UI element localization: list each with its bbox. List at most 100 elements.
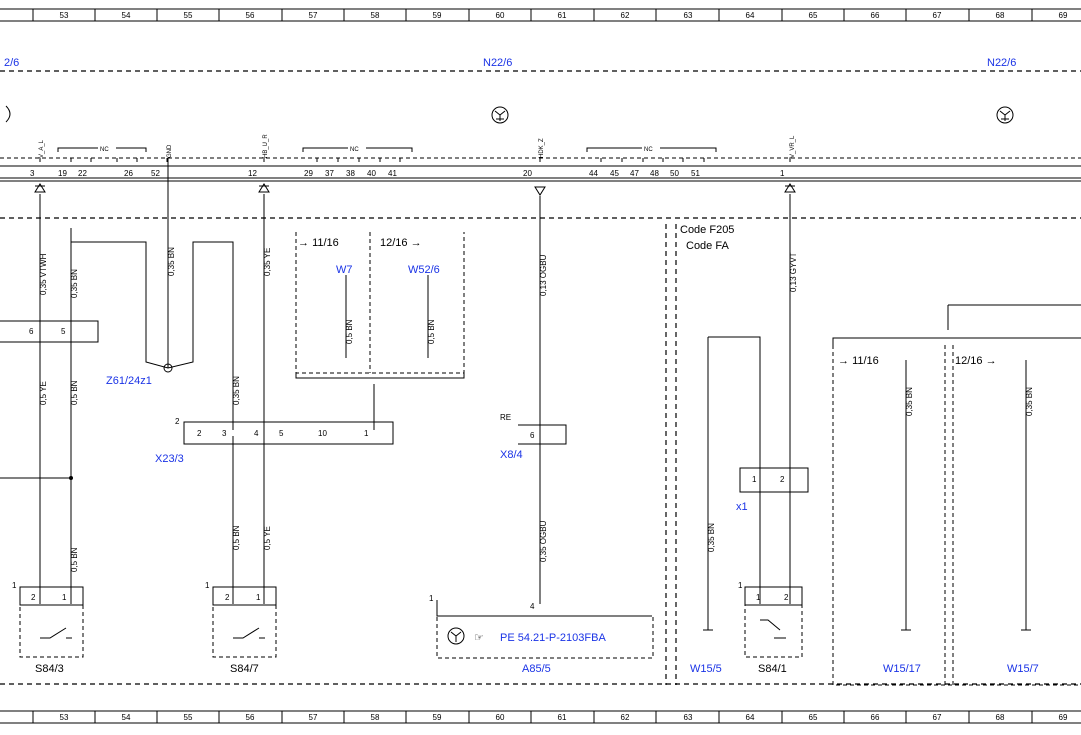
component-label-w52-6[interactable]: W52/6 bbox=[408, 264, 440, 276]
svg-text:1: 1 bbox=[429, 594, 434, 603]
ruler-label: 53 bbox=[60, 713, 69, 722]
ref-label: → 11/16 bbox=[838, 355, 879, 367]
pin-number: 1 bbox=[780, 169, 785, 178]
component-label-s84-3[interactable]: S84/3 bbox=[35, 663, 64, 675]
svg-text:5: 5 bbox=[61, 327, 66, 336]
ruler-label: 57 bbox=[309, 713, 318, 722]
ruler-label: 61 bbox=[558, 713, 567, 722]
x1-connector: 1 2 bbox=[739, 467, 809, 493]
code-label: Code FA bbox=[686, 240, 729, 252]
pe-reference-link[interactable]: PE 54.21-P-2103FBA bbox=[500, 632, 606, 644]
x8-connector: 6 RE bbox=[500, 413, 567, 445]
code-boundary bbox=[665, 224, 677, 685]
pin-number: 45 bbox=[610, 169, 619, 178]
wire-label: 0,35 BN bbox=[70, 269, 79, 298]
component-label-w15-7[interactable]: W15/7 bbox=[1007, 663, 1039, 675]
pin-arrow-icon bbox=[784, 183, 796, 193]
signal-label: V_VR_L bbox=[790, 135, 796, 158]
wire-label: 0,5 BN bbox=[70, 547, 79, 572]
component-label-x1[interactable]: x1 bbox=[736, 501, 748, 513]
module-label[interactable]: 2/6 bbox=[4, 57, 19, 69]
wire-label: 0,5 BN bbox=[70, 380, 79, 405]
svg-text:10: 10 bbox=[318, 429, 327, 438]
module-label[interactable]: N22/6 bbox=[483, 57, 512, 69]
ruler-label: 66 bbox=[871, 713, 880, 722]
svg-text:☞: ☞ bbox=[474, 632, 484, 644]
nc-bracket: NC bbox=[586, 144, 717, 153]
svg-text:6: 6 bbox=[29, 327, 34, 336]
wire-label: 0,35 BN bbox=[167, 247, 176, 276]
wire-label: 0,13 GYVT bbox=[789, 252, 798, 292]
svg-text:5: 5 bbox=[279, 429, 284, 438]
pin-ticks bbox=[39, 158, 791, 162]
ruler-label: 64 bbox=[746, 11, 755, 20]
bracket bbox=[295, 373, 465, 379]
switch-s84-1: 1 1 2 bbox=[738, 581, 803, 658]
wire-label: 0,5 BN bbox=[232, 525, 241, 550]
ruler-label: 66 bbox=[871, 11, 880, 20]
ruler-label: 55 bbox=[184, 713, 193, 722]
nc-bracket: NC bbox=[302, 144, 413, 153]
pin-number: 22 bbox=[78, 169, 87, 178]
switch-s84-7: 1 2 1 bbox=[205, 581, 277, 658]
pin-number: 20 bbox=[523, 169, 532, 178]
ruler-label: 58 bbox=[371, 713, 380, 722]
pin-number: 47 bbox=[630, 169, 639, 178]
ref-box bbox=[295, 232, 465, 374]
svg-text:3: 3 bbox=[222, 429, 227, 438]
partial-symbol bbox=[5, 105, 11, 123]
pin-number: 3 bbox=[30, 169, 35, 178]
pin-number: 19 bbox=[58, 169, 67, 178]
ruler-label: 67 bbox=[933, 713, 942, 722]
component-label-z61[interactable]: Z61/24z1 bbox=[106, 375, 152, 387]
junction-dot bbox=[69, 476, 73, 480]
component-label-s84-7[interactable]: S84/7 bbox=[230, 663, 259, 675]
wire-label: 0,35 VTWH bbox=[39, 253, 48, 295]
component-label-s84-1[interactable]: S84/1 bbox=[758, 663, 787, 675]
svg-text:2: 2 bbox=[780, 475, 785, 484]
svg-text:1: 1 bbox=[205, 581, 210, 590]
ruler-label: 54 bbox=[122, 11, 131, 20]
component-label-x8-4[interactable]: X8/4 bbox=[500, 449, 523, 461]
signal-label: GND bbox=[167, 144, 173, 158]
code-label: Code F205 bbox=[680, 224, 734, 236]
svg-text:4: 4 bbox=[254, 429, 259, 438]
ruler-label: 63 bbox=[684, 11, 693, 20]
svg-text:6: 6 bbox=[530, 431, 535, 440]
svg-text:RE: RE bbox=[500, 413, 511, 422]
signal-label: V_A_L bbox=[39, 139, 45, 158]
wire-label: 0,35 YE bbox=[263, 248, 272, 276]
component-label-x23-3[interactable]: X23/3 bbox=[155, 453, 184, 465]
pin-arrow-icon bbox=[258, 183, 270, 193]
pin-number: 12 bbox=[248, 169, 257, 178]
pin-number: 37 bbox=[325, 169, 334, 178]
pin-number: 29 bbox=[304, 169, 313, 178]
component-label-w15-5[interactable]: W15/5 bbox=[690, 663, 722, 675]
component-label-w15-17[interactable]: W15/17 bbox=[883, 663, 921, 675]
svg-text:NC: NC bbox=[644, 147, 653, 153]
ruler-label: 60 bbox=[496, 11, 505, 20]
wire-label: 0,35 BN bbox=[1025, 387, 1034, 416]
component-label-w7[interactable]: W7 bbox=[336, 264, 353, 276]
pin-arrow-icon bbox=[34, 183, 46, 193]
wire-label: 0,5 YE bbox=[39, 381, 48, 405]
ref-box bbox=[832, 345, 1081, 686]
ruler-label: 54 bbox=[122, 713, 131, 722]
svg-text:1: 1 bbox=[12, 581, 17, 590]
ruler-label: 55 bbox=[184, 11, 193, 20]
pin-number: 48 bbox=[650, 169, 659, 178]
nc-bracket: NC bbox=[57, 144, 147, 153]
ruler-label: 62 bbox=[621, 11, 630, 20]
pin-number: 52 bbox=[151, 169, 160, 178]
bottom-ruler: 53 54 55 56 57 58 59 60 61 62 63 64 65 6… bbox=[0, 710, 1081, 724]
switch-s84-3: 1 2 1 bbox=[12, 581, 84, 658]
ruler-label: 69 bbox=[1059, 11, 1068, 20]
ruler-label: 61 bbox=[558, 11, 567, 20]
svg-text:4: 4 bbox=[530, 602, 535, 611]
component-label-a85-5[interactable]: A85/5 bbox=[522, 663, 551, 675]
module-a85-5: 1 4 ☞ bbox=[429, 594, 654, 659]
module-label[interactable]: N22/6 bbox=[987, 57, 1016, 69]
svg-text:2: 2 bbox=[175, 417, 180, 426]
svg-text:2: 2 bbox=[31, 593, 36, 602]
